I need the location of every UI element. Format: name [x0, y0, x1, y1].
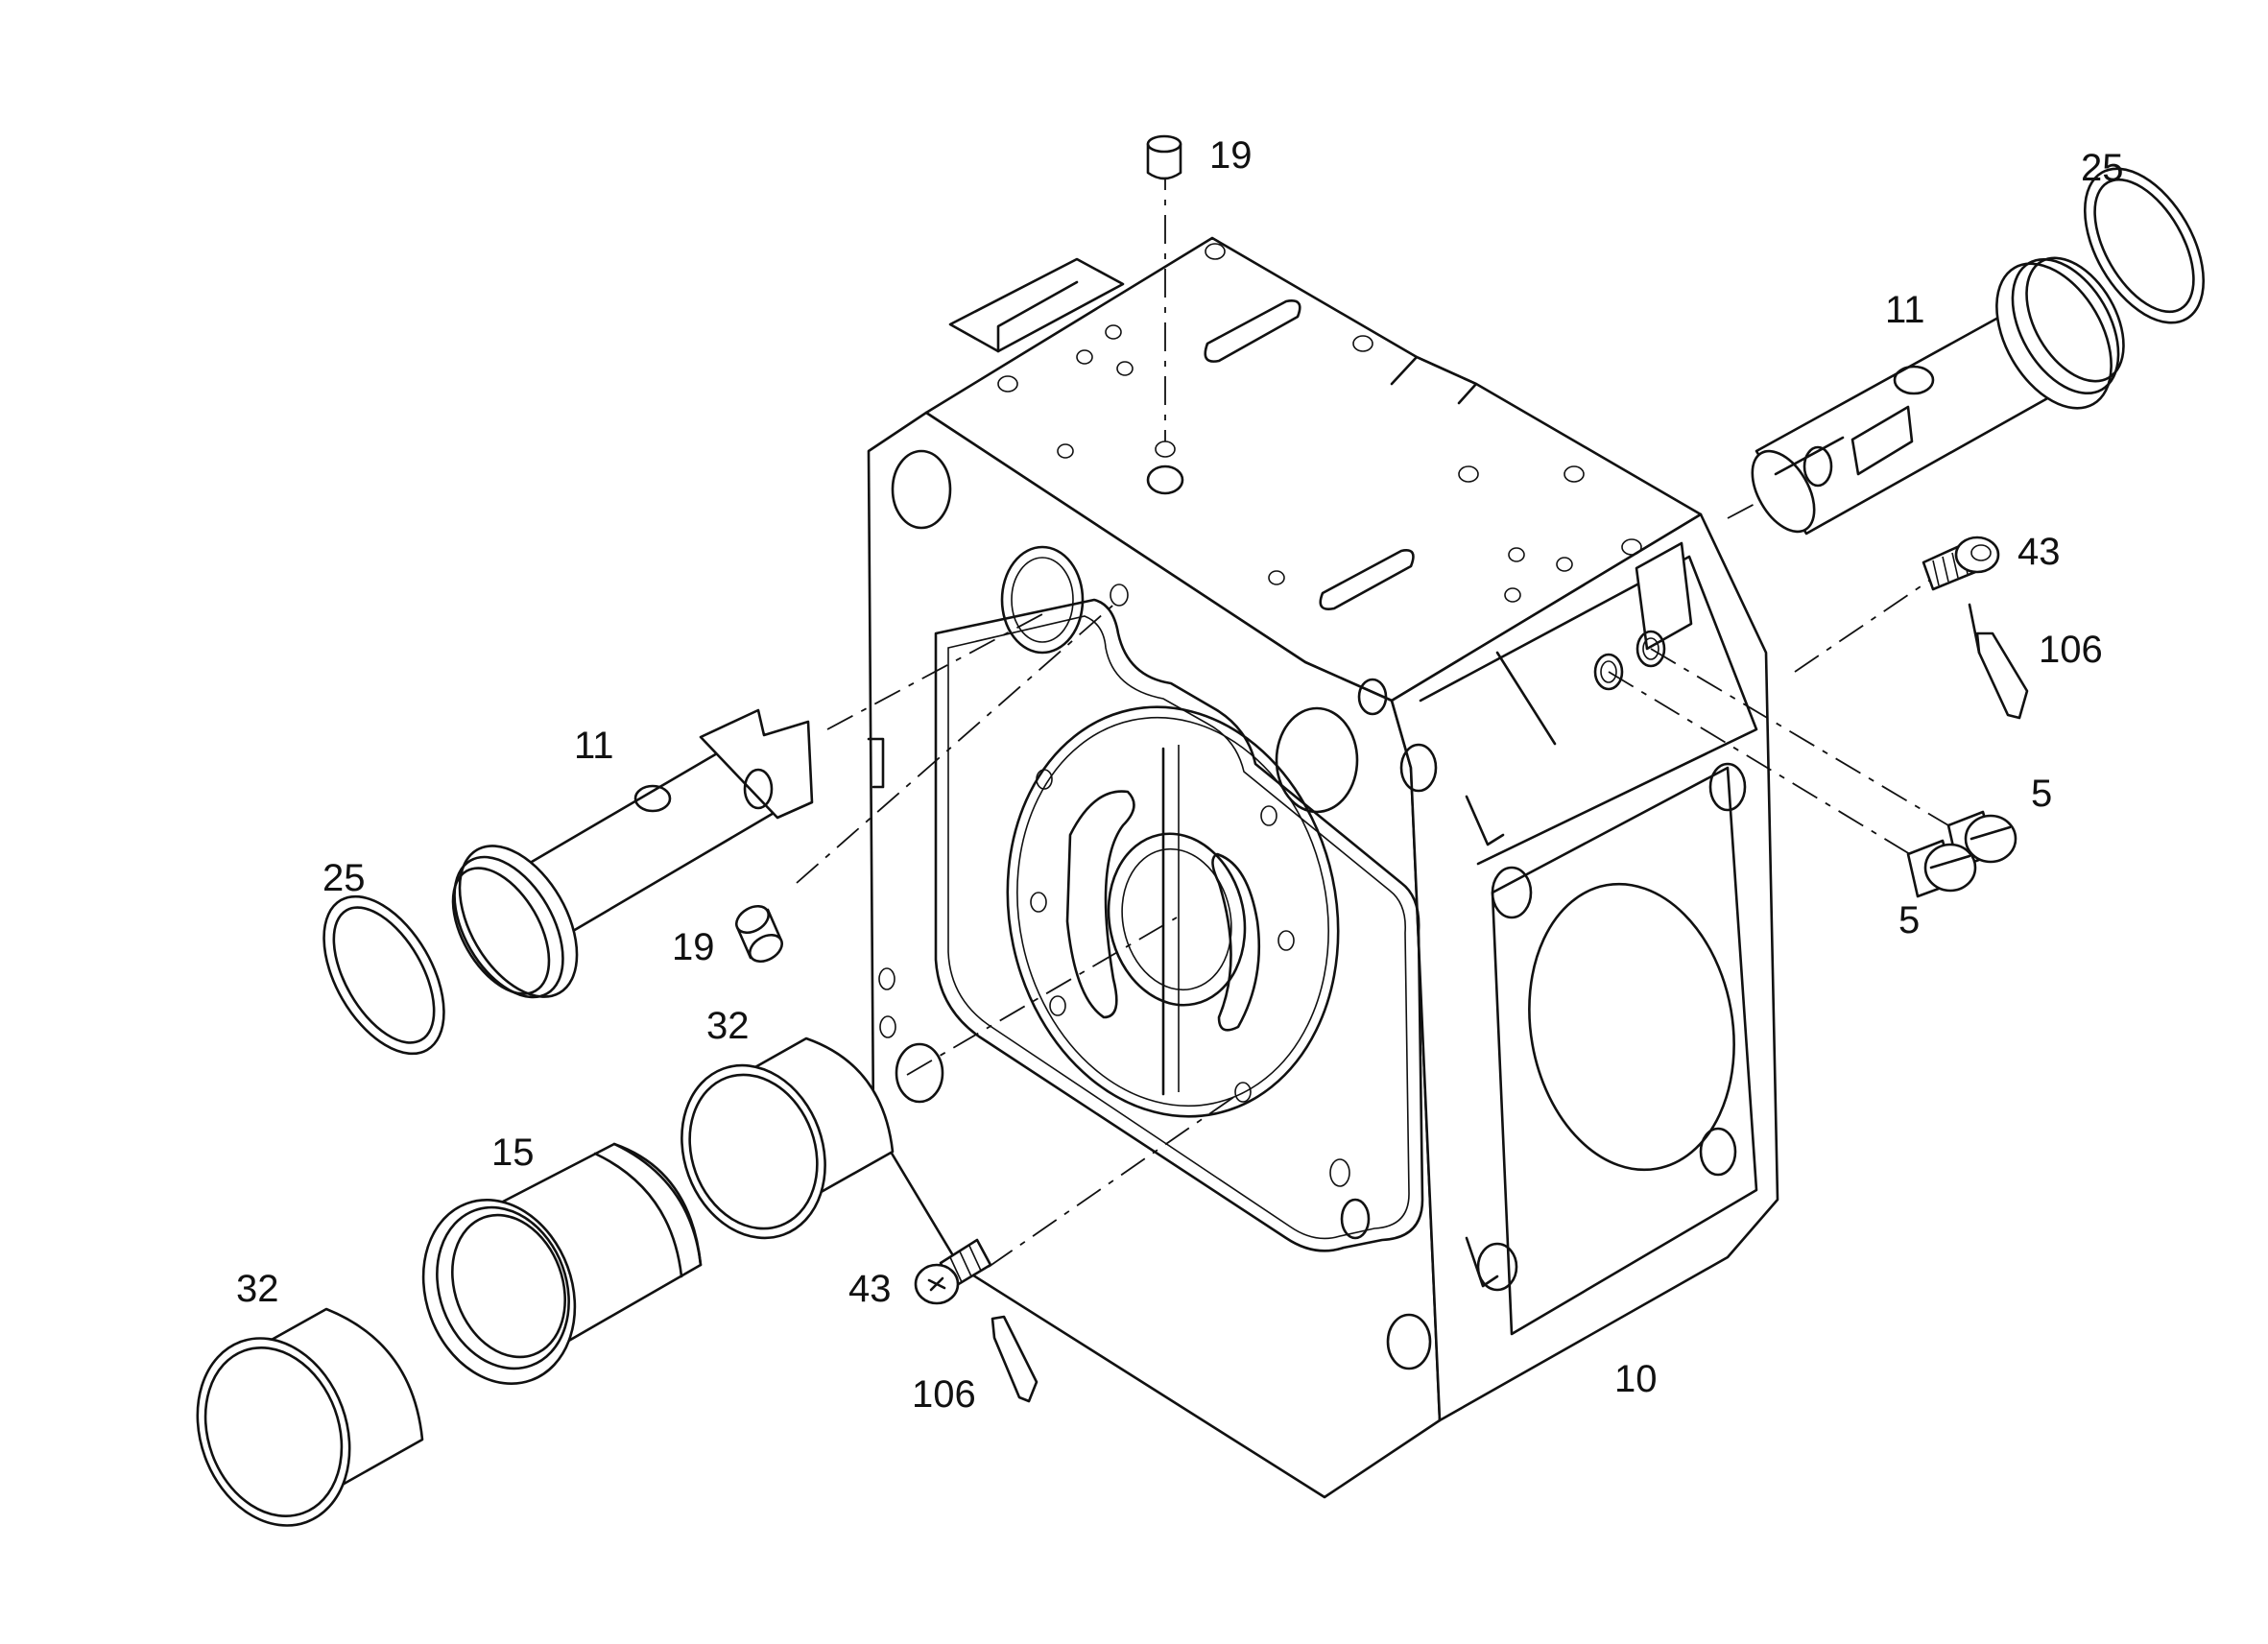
label-plug-lower-5: 5: [1898, 899, 1920, 941]
label-bushing-upper-32: 32: [706, 1005, 750, 1047]
oring-top-right-25: [2083, 167, 2206, 324]
sleeve-15: [421, 1142, 703, 1385]
sealant-left-106: [991, 1315, 1039, 1403]
label-spool-left-11: 11: [574, 725, 614, 767]
label-sealant-left-106: 106: [912, 1373, 976, 1416]
label-plug-upper-5: 5: [2031, 773, 2052, 815]
spool-right-11: [1751, 256, 2125, 536]
spool-left-11: [451, 708, 814, 999]
label-sealant-right-106: 106: [2039, 629, 2103, 671]
label-bushing-lower-32: 32: [236, 1268, 279, 1310]
pin-top-19: [1146, 134, 1182, 180]
callout-labels: 19 25 11 43 106 5 5 11 25 19 32 15 32 43…: [236, 134, 2124, 1416]
screw-right-43: [1922, 536, 2000, 591]
label-housing-10: 10: [1614, 1358, 1658, 1400]
label-spool-right-11: 11: [1885, 289, 1925, 331]
oring-left-25: [322, 894, 445, 1056]
screw-left-43: [914, 1238, 992, 1305]
label-oring-top-right-25: 25: [2081, 147, 2124, 189]
leader-lines: [796, 161, 1949, 1268]
housing-part-10: [867, 236, 1779, 1499]
pin-left-19: [734, 904, 784, 964]
label-pin-left-19: 19: [672, 926, 715, 968]
label-oring-left-25: 25: [322, 857, 366, 899]
label-screw-left-43: 43: [848, 1268, 892, 1310]
label-screw-right-43: 43: [2017, 531, 2061, 573]
label-sleeve-15: 15: [491, 1132, 535, 1174]
label-pin-top-19: 19: [1209, 134, 1253, 177]
sealant-right-106: [1968, 603, 2029, 720]
bushing-lower-32: [196, 1307, 424, 1527]
bushing-upper-32: [680, 1036, 895, 1240]
plug-lower-5: [1906, 839, 1977, 898]
